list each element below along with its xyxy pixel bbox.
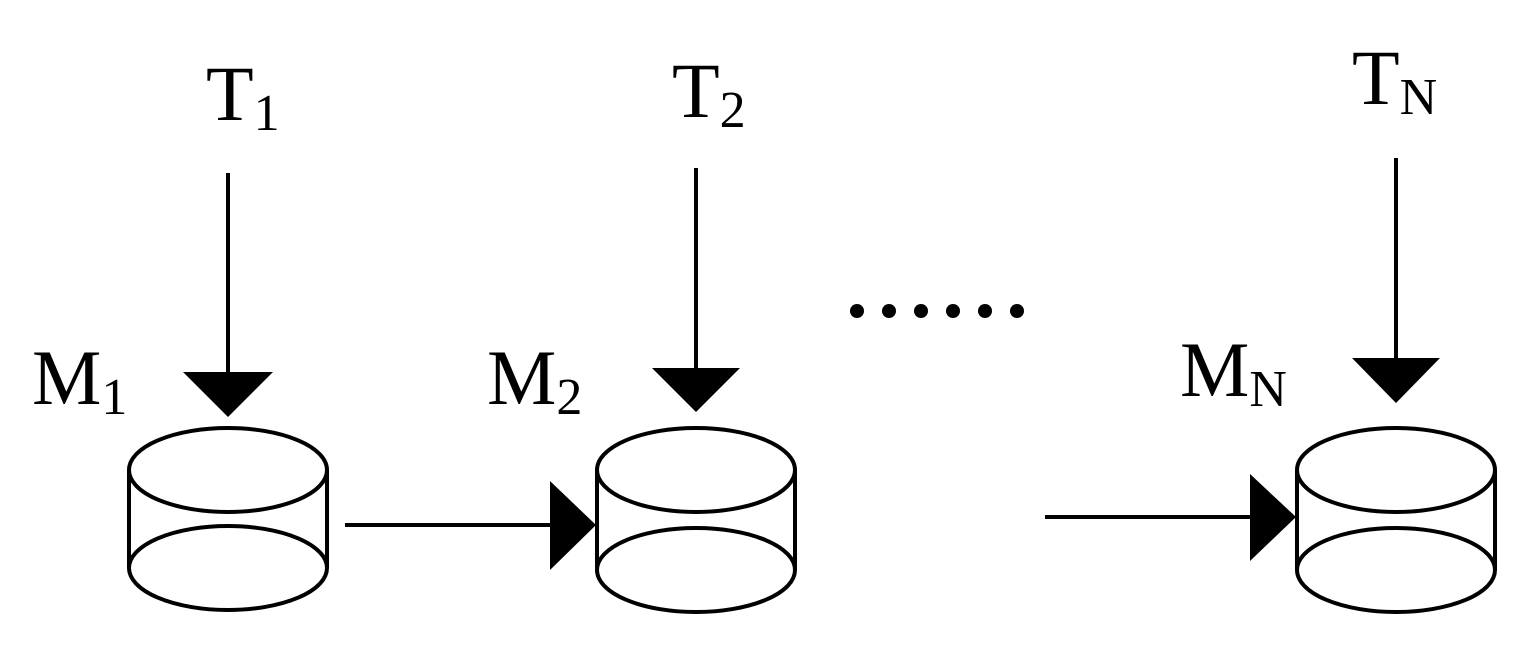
input-arrow-1 <box>183 173 273 417</box>
ellipsis-dot <box>882 304 896 318</box>
store-label-n-letter: M <box>1180 326 1249 413</box>
ellipsis-dot <box>946 304 960 318</box>
store-label-2-letter: M <box>487 334 556 421</box>
store-label-n-subscript: N <box>1249 361 1287 418</box>
ellipsis-dot <box>850 304 864 318</box>
store-label-2-subscript: 2 <box>556 369 582 426</box>
store-label-1-subscript: 1 <box>101 369 127 426</box>
storage-cylinder-2 <box>595 426 797 614</box>
transfer-arrow-1-to-2 <box>345 481 596 570</box>
store-label-1-letter: M <box>32 334 101 421</box>
input-label-n: TN <box>1352 34 1437 126</box>
input-label-2-letter: T <box>672 47 720 134</box>
ellipsis-dot <box>914 304 928 318</box>
storage-cylinder-n <box>1295 426 1497 614</box>
input-label-1-subscript: 1 <box>254 85 280 142</box>
input-label-n-subscript: N <box>1400 69 1438 126</box>
ellipsis-dots <box>850 304 1024 318</box>
store-label-n: MN <box>1180 326 1287 418</box>
input-label-2: T2 <box>672 47 746 139</box>
input-label-n-letter: T <box>1352 34 1400 121</box>
storage-cylinder-1 <box>127 426 329 612</box>
transfer-arrow-to-n <box>1045 474 1296 561</box>
ellipsis-dot <box>978 304 992 318</box>
input-arrow-2 <box>652 168 740 412</box>
input-label-1: T1 <box>206 50 280 142</box>
ellipsis-dot <box>1010 304 1024 318</box>
store-label-1: M1 <box>32 334 127 426</box>
input-arrow-n <box>1352 158 1440 403</box>
store-label-2: M2 <box>487 334 582 426</box>
input-label-1-letter: T <box>206 50 254 137</box>
input-label-2-subscript: 2 <box>720 82 746 139</box>
